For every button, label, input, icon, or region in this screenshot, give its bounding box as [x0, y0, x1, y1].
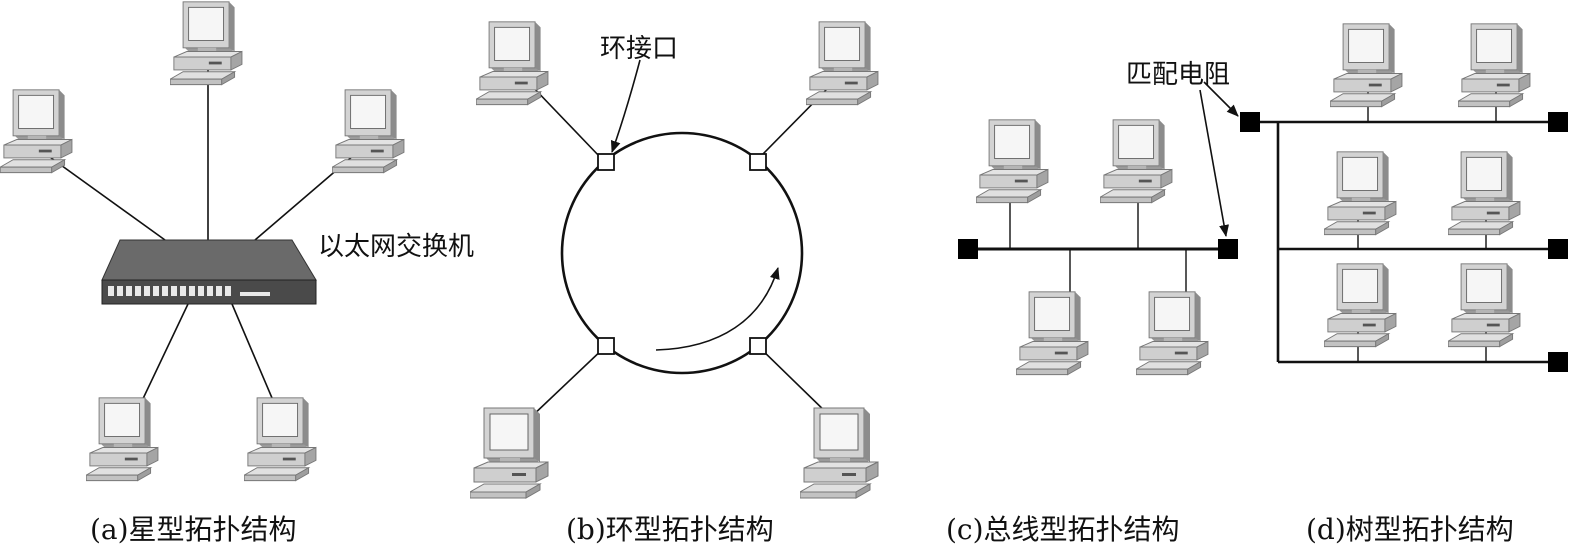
ring-interface-icon: [597, 337, 615, 355]
computer-icon: [470, 407, 549, 499]
ring-interface-icon: [749, 153, 767, 171]
caption-bus: (c)总线型拓扑结构: [946, 513, 1180, 546]
computer-icon: [1324, 151, 1397, 236]
computer-icon: [244, 397, 317, 482]
computer-icon: [806, 21, 879, 106]
ring-link: [529, 345, 607, 419]
ethernet-switch-icon: [101, 239, 317, 281]
star-link: [231, 303, 276, 406]
annotation-arrow: [1203, 81, 1239, 117]
ring-link: [529, 83, 601, 158]
annotation-arrow: [1199, 89, 1229, 237]
annotation-arrow: [610, 59, 641, 153]
terminator-label: 匹配电阻: [1126, 60, 1231, 90]
terminator-block-icon: [1548, 239, 1568, 259]
terminator-block-icon: [958, 239, 978, 259]
switch-port: [180, 286, 186, 296]
ring-bus: [560, 131, 804, 375]
ring-interface-icon: [749, 337, 767, 355]
computer-icon: [1458, 23, 1531, 108]
computer-icon: [1136, 291, 1209, 376]
caption-star: (a)星型拓扑结构: [90, 513, 297, 546]
computer-icon: [976, 119, 1049, 204]
computer-icon: [476, 21, 549, 106]
switch-port: [144, 286, 150, 296]
computer-icon: [170, 1, 243, 86]
ring-interface-icon: [597, 153, 615, 171]
computer-icon: [332, 89, 405, 174]
switch-label: 以太网交换机: [318, 232, 475, 262]
computer-icon: [1016, 291, 1089, 376]
computer-icon: [86, 397, 159, 482]
computer-icon: [800, 407, 879, 499]
switch-port: [216, 286, 222, 296]
switch-port: [126, 286, 132, 296]
switch-port: [135, 286, 141, 296]
computer-icon: [1448, 151, 1521, 236]
computer-icon: [1324, 263, 1397, 348]
switch-indicator: [240, 292, 270, 296]
switch-port: [225, 286, 231, 296]
computer-icon: [1100, 119, 1173, 204]
caption-tree: (d)树型拓扑结构: [1306, 513, 1514, 546]
switch-port: [117, 286, 123, 296]
star-link: [139, 303, 189, 406]
computer-icon: [1330, 23, 1403, 108]
switch-port: [171, 286, 177, 296]
computer-icon: [1448, 263, 1521, 348]
flow-direction-arrow: [655, 267, 780, 351]
terminator-block-icon: [1240, 112, 1260, 132]
switch-port: [162, 286, 168, 296]
terminator-block-icon: [1218, 239, 1238, 259]
switch-port: [153, 286, 159, 296]
ring-interface-label: 环接口: [600, 34, 679, 64]
switch-port: [198, 286, 204, 296]
computer-icon: [0, 89, 73, 174]
switch-port: [189, 286, 195, 296]
terminator-block-icon: [1548, 112, 1568, 132]
ring-link: [757, 345, 833, 419]
caption-ring: (b)环型拓扑结构: [566, 513, 774, 546]
switch-port: [108, 286, 114, 296]
switch-port: [207, 286, 213, 296]
terminator-block-icon: [1548, 352, 1568, 372]
